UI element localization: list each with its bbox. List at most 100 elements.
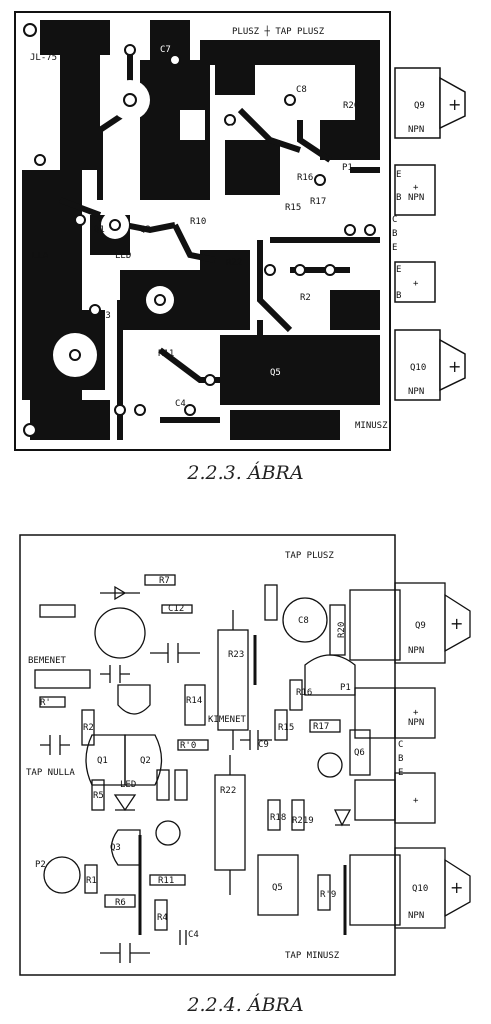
r10-resistor <box>177 739 209 751</box>
r6-resistor <box>104 894 136 908</box>
r-prime-resistor <box>39 696 66 708</box>
copper-fills <box>22 20 380 440</box>
label-npn-q10: NPN <box>408 911 424 921</box>
label-c4: C4 <box>188 930 199 940</box>
label-r10: R'0 <box>180 741 196 751</box>
transistor-q2 <box>124 734 163 786</box>
label-q6: Q6 <box>354 748 365 758</box>
capacitor-small-bottom <box>100 943 150 963</box>
label-r-prime: R' <box>40 698 51 708</box>
label-r23: R23 <box>228 650 244 660</box>
q9-outline <box>349 589 401 661</box>
pcb-label-q9: Q9 <box>414 101 425 111</box>
pcb-label-b3: B <box>396 291 401 301</box>
pcb-label-q5: Q5 <box>270 368 281 378</box>
pcb-label-q2: Q2 <box>140 225 151 235</box>
label-r2: R2 <box>83 723 94 733</box>
r19b-resistor <box>291 799 305 831</box>
label-r15: R15 <box>278 723 294 733</box>
transistor-outlines <box>394 67 466 401</box>
label-led: LED <box>120 780 136 790</box>
label-c9: C9 <box>258 740 269 750</box>
label-p2: P2 <box>35 860 46 870</box>
label-tap-minusz: TAP MINUSZ <box>285 951 340 961</box>
led-symbol <box>113 794 137 812</box>
label-p1: P1 <box>340 683 351 693</box>
label-c: C <box>398 740 403 750</box>
label-c8: C8 <box>298 616 309 626</box>
pcb-label-b1: B <box>396 193 401 203</box>
label-r22: R22 <box>220 786 236 796</box>
pcb-label-b2: B <box>392 229 397 239</box>
label-e: E <box>398 768 403 778</box>
pcb-label-plus-low: + <box>413 279 419 289</box>
r7-resistor <box>144 574 176 586</box>
q3-small-cap <box>155 820 181 846</box>
capacitor-large-top <box>94 607 146 659</box>
label-q5: Q5 <box>272 883 283 893</box>
pcb-label-plus-mid: + <box>413 183 419 193</box>
pcb-label-minusz: MINUSZ <box>355 421 388 431</box>
pcb-label-r16: R16 <box>297 173 313 183</box>
label-npn-q9: NPN <box>408 646 424 656</box>
label-r16: R16 <box>296 688 312 698</box>
pcb-label-r2: R2 <box>300 293 311 303</box>
label-r17: R17 <box>313 722 329 732</box>
pcb-label-e2: E <box>392 243 397 253</box>
label-b: B <box>398 754 403 764</box>
r5-resistor <box>91 779 105 811</box>
transistor-q1 <box>85 734 126 786</box>
q6-transistor <box>349 729 371 776</box>
pcb-label-r17: R17 <box>310 197 326 207</box>
label-plus-q10: + <box>450 878 463 897</box>
q6-small-cap <box>317 752 343 778</box>
r20-resistor <box>329 604 346 656</box>
label-r6: R6 <box>115 898 126 908</box>
figure2-caption: 2.2.4. ÁBRA <box>187 994 304 1016</box>
resistor-mid-1 <box>156 769 170 801</box>
r19-resistor <box>317 874 331 911</box>
label-r1: R1 <box>86 876 97 886</box>
capacitor-small-2 <box>100 665 130 683</box>
component-placement: TAP PLUSZ TAP MINUSZ TAP NULLA BEMENET K… <box>19 534 471 976</box>
r16-resistor <box>289 679 303 711</box>
pcb-label-c7: C7 <box>160 45 171 55</box>
bemenet-connector <box>34 669 91 689</box>
label-r19b: R219 <box>292 816 314 826</box>
pcb-label-p1: P1 <box>342 163 353 173</box>
pcb-label-npn-q10: NPN <box>408 387 424 397</box>
resistor-top-left <box>39 604 76 618</box>
r15-resistor <box>274 709 288 741</box>
pcb-label-r15: R15 <box>285 203 301 213</box>
r11-resistor <box>149 874 186 886</box>
label-r20: R20 <box>337 622 347 638</box>
label-q2: Q2 <box>140 756 151 766</box>
pcb-label-lla: LLA <box>32 251 49 261</box>
q5-transistor <box>257 854 299 916</box>
transistor-q3 <box>110 829 141 866</box>
pcb-label-c8: C8 <box>296 85 307 95</box>
pcb-label-r22: R22 <box>226 258 242 268</box>
c9-capacitor <box>240 730 272 750</box>
q10-outline <box>349 854 401 926</box>
r1-resistor <box>84 864 98 894</box>
pcb-label-npn-q9: NPN <box>408 125 424 135</box>
pcb-label-npn-mid: NPN <box>408 193 424 203</box>
pcb-artwork: PLUSZ ┼ TAP PLUSZ MINUSZ JL-75 LLA LED C… <box>14 11 466 451</box>
label-bemenet: BEMENET <box>28 656 67 666</box>
r14-resistor <box>184 684 206 726</box>
label-q1: Q1 <box>97 756 108 766</box>
c8-capacitor <box>282 597 328 643</box>
resistor-mid-2 <box>174 769 188 801</box>
pcb-label-q10: Q10 <box>410 363 426 373</box>
diode-mid <box>333 809 352 827</box>
pcb-label-e1: E <box>396 170 401 180</box>
pcb-label-r3: R3 <box>82 353 93 363</box>
label-r4: R4 <box>157 913 168 923</box>
pcb-label-jl: JL-75 <box>30 53 57 63</box>
label-r7: R7 <box>159 576 170 586</box>
label-r18: R18 <box>270 813 286 823</box>
pcb-label-r11: R11 <box>158 349 174 359</box>
label-plus-low: + <box>413 796 419 806</box>
r4-resistor <box>154 899 168 931</box>
